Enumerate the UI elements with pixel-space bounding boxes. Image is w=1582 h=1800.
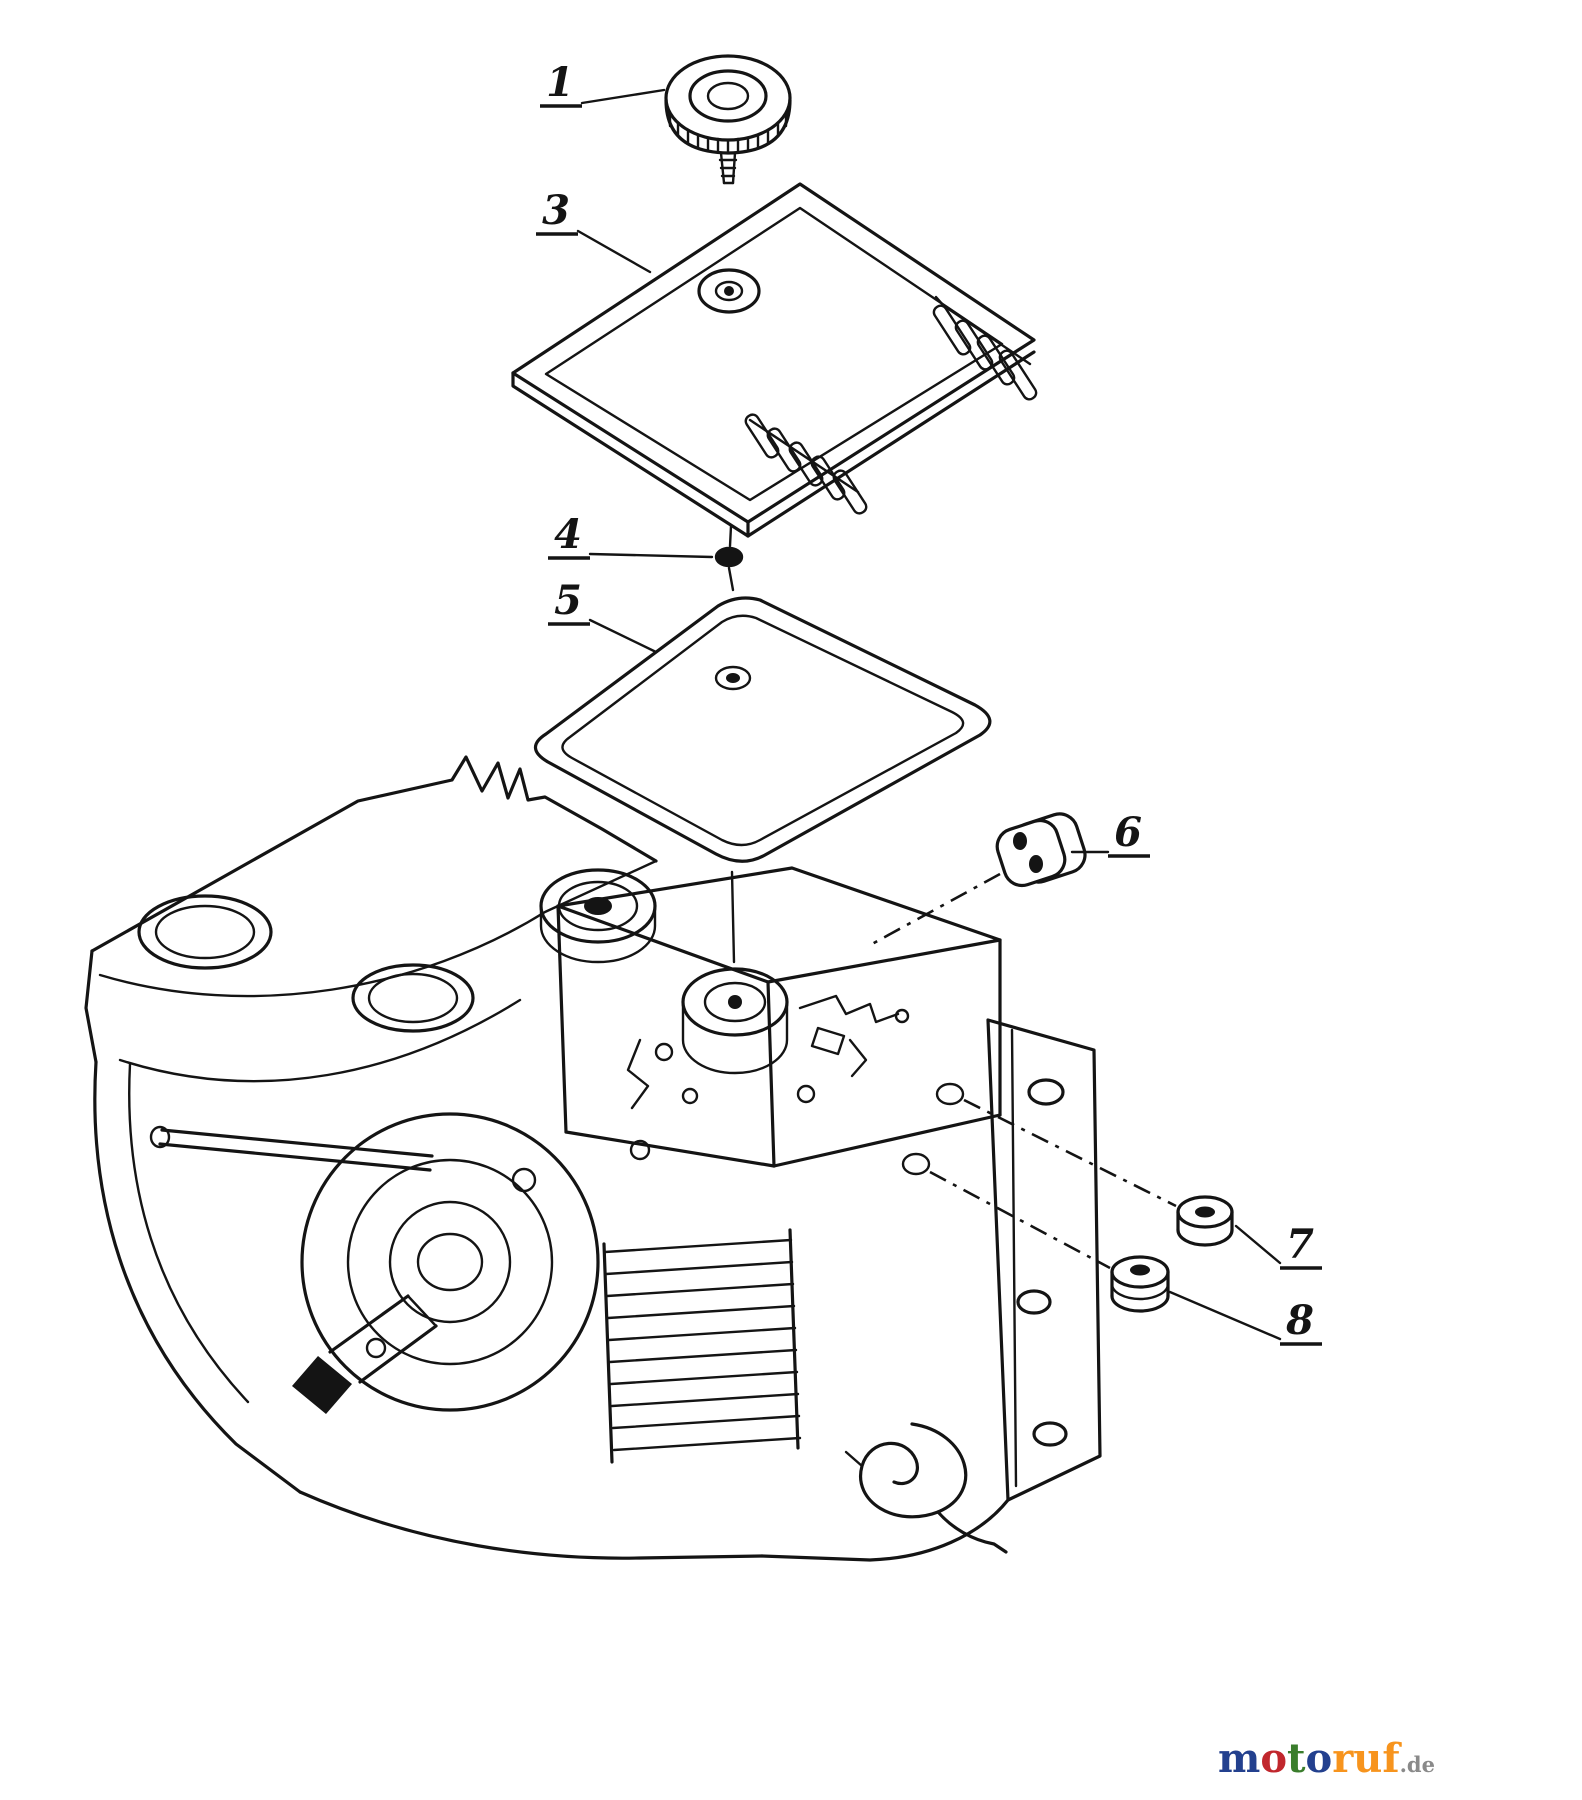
callout-3: 3 bbox=[536, 187, 652, 274]
mounting-plate bbox=[986, 1018, 1102, 1502]
crankshaft-flywheel bbox=[292, 1112, 600, 1414]
assembly-axis bbox=[727, 524, 736, 964]
watermark-letter-o2: o bbox=[1306, 1735, 1333, 1782]
callout-7: 7 bbox=[1234, 1221, 1322, 1270]
watermark-brand-text: motoruf.de bbox=[1218, 1735, 1435, 1782]
part-grommet bbox=[995, 812, 1087, 888]
watermark-letter-r: r bbox=[1332, 1735, 1354, 1782]
cover-vents-bottom bbox=[744, 413, 868, 515]
part-cover-knob bbox=[664, 54, 792, 185]
callout-label-4: 4 bbox=[554, 511, 582, 558]
part-bushing-7 bbox=[1176, 1195, 1234, 1247]
watermark-letter-f: f bbox=[1382, 1735, 1402, 1782]
callout-6: 6 bbox=[1070, 809, 1150, 858]
callout-1: 1 bbox=[540, 59, 666, 108]
callout-4: 4 bbox=[548, 511, 714, 560]
callout-label-6: 6 bbox=[1114, 809, 1142, 856]
part-air-filter-cover bbox=[511, 182, 1038, 538]
watermark-letter-t: t bbox=[1287, 1735, 1306, 1782]
part-air-filter-element bbox=[533, 596, 992, 863]
watermark-tld: .de bbox=[1400, 1752, 1435, 1777]
throttle-rod bbox=[149, 1125, 434, 1172]
cylinder-fins bbox=[602, 1228, 802, 1464]
carburetor bbox=[556, 866, 1002, 1176]
watermark-letter-u: u bbox=[1353, 1735, 1382, 1782]
callout-label-5: 5 bbox=[554, 577, 582, 624]
callout-label-7: 7 bbox=[1286, 1221, 1314, 1268]
alignment-lines bbox=[871, 872, 1177, 1270]
recoil-spring bbox=[844, 1422, 1008, 1554]
part-nut bbox=[714, 546, 744, 568]
knob-stem bbox=[718, 151, 738, 185]
callout-8: 8 bbox=[1168, 1290, 1322, 1346]
part-bushing-8 bbox=[1110, 1255, 1170, 1313]
watermark: motoruf.de bbox=[1218, 1735, 1435, 1782]
callout-label-1: 1 bbox=[546, 59, 574, 106]
cover-vents-right bbox=[932, 295, 1038, 401]
callout-label-8: 8 bbox=[1285, 1297, 1314, 1344]
watermark-letter-o1: o bbox=[1260, 1735, 1287, 1782]
callout-5: 5 bbox=[548, 577, 658, 654]
filler-boss-left bbox=[137, 894, 273, 970]
engine-assembly bbox=[84, 755, 1102, 1562]
callout-label-3: 3 bbox=[542, 187, 570, 234]
watermark-letter-m: m bbox=[1218, 1735, 1260, 1782]
filler-boss-mid bbox=[351, 963, 475, 1033]
